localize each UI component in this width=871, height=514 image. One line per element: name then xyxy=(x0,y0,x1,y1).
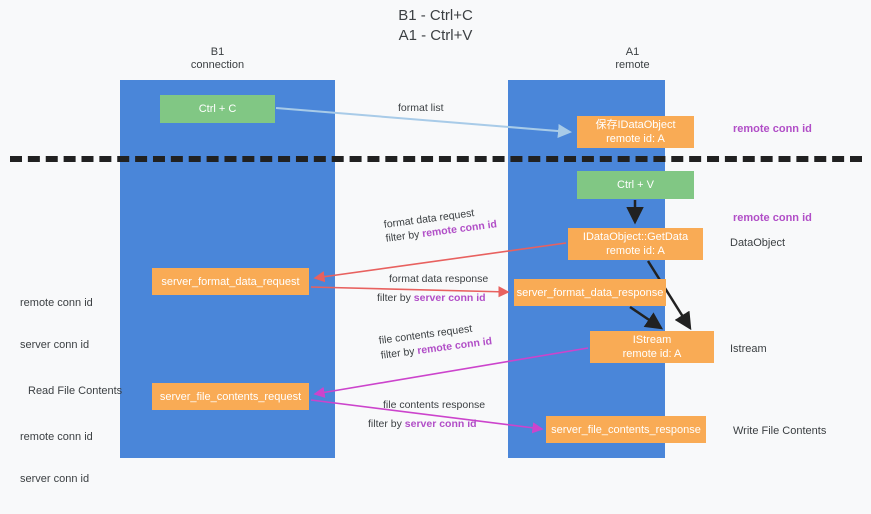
edge-label-file-contents-request: file contents request filter by remote c… xyxy=(378,319,493,363)
column-header-a1: A1 remote xyxy=(615,46,650,71)
page-title: B1 - Ctrl+C A1 - Ctrl+V xyxy=(398,7,473,44)
edge-label-format-data-response-text: format data response xyxy=(389,273,489,285)
annotation-istream: Istream xyxy=(730,343,767,355)
box-server-file-contents-response[interactable]: server_file_contents_response xyxy=(546,416,706,443)
edge-label-format-data-request: format data request filter by remote con… xyxy=(383,203,498,246)
box-server-file-contents-request[interactable]: server_file_contents_request xyxy=(152,383,309,410)
box-save-idataobject[interactable]: 保存IDataObject remote id: A xyxy=(577,116,694,148)
annotation-left-conn-ids-2: remote conn id server conn id xyxy=(20,402,93,514)
diagram-canvas: B1 - Ctrl+C A1 - Ctrl+V B1 connection A1… xyxy=(10,7,862,485)
annotation-remote-conn-id-left-2: remote conn id xyxy=(20,431,93,443)
annotation-server-conn-id-left-1: server conn id xyxy=(20,339,90,351)
box-server-format-data-response[interactable]: server_format_data_response xyxy=(514,279,666,306)
filter-prefix: filter by xyxy=(368,418,405,430)
column-header-b1: B1 connection xyxy=(190,46,245,71)
annotation-dataobject: DataObject xyxy=(730,237,786,249)
filter-prefix: filter by xyxy=(380,345,419,362)
edge-label-format-data-response: format data response filter by server co… xyxy=(377,272,489,306)
box-istream[interactable]: IStream remote id: A xyxy=(590,331,714,363)
edge-label-format-list-text: format list xyxy=(398,102,444,114)
annotation-server-conn-id-left-2: server conn id xyxy=(20,473,90,485)
box-idataobject-getdata[interactable]: IDataObject::GetData remote id: A xyxy=(568,228,703,260)
annotation-remote-conn-id-left-1: remote conn id xyxy=(20,297,93,309)
annotation-left-conn-ids-1: remote conn id server conn id xyxy=(20,268,93,380)
box-server-format-data-request[interactable]: server_format_data_request xyxy=(152,268,309,295)
box-ctrl-v[interactable]: Ctrl + V xyxy=(577,171,694,199)
edge-label-file-contents-response: file contents response filter by server … xyxy=(368,398,486,432)
filter-key: server conn id xyxy=(404,418,477,430)
edge-label-format-data-response-filter: filter by server conn id xyxy=(377,291,488,306)
filter-prefix: filter by xyxy=(377,292,414,304)
annotation-remote-conn-id-mid: remote conn id xyxy=(733,212,812,224)
filter-prefix: filter by xyxy=(384,228,423,245)
filter-key: server conn id xyxy=(413,292,486,304)
section-divider xyxy=(10,156,862,162)
edge-label-format-list: format list xyxy=(398,101,444,116)
edge-label-file-contents-response-filter: filter by server conn id xyxy=(368,417,485,432)
box-ctrl-c[interactable]: Ctrl + C xyxy=(160,95,275,123)
annotation-write-file-contents: Write File Contents xyxy=(733,425,827,437)
annotation-remote-conn-id-top: remote conn id xyxy=(733,123,812,135)
edge-label-file-contents-response-text: file contents response xyxy=(383,399,486,411)
annotation-read-file-contents: Read File Contents xyxy=(28,385,123,397)
